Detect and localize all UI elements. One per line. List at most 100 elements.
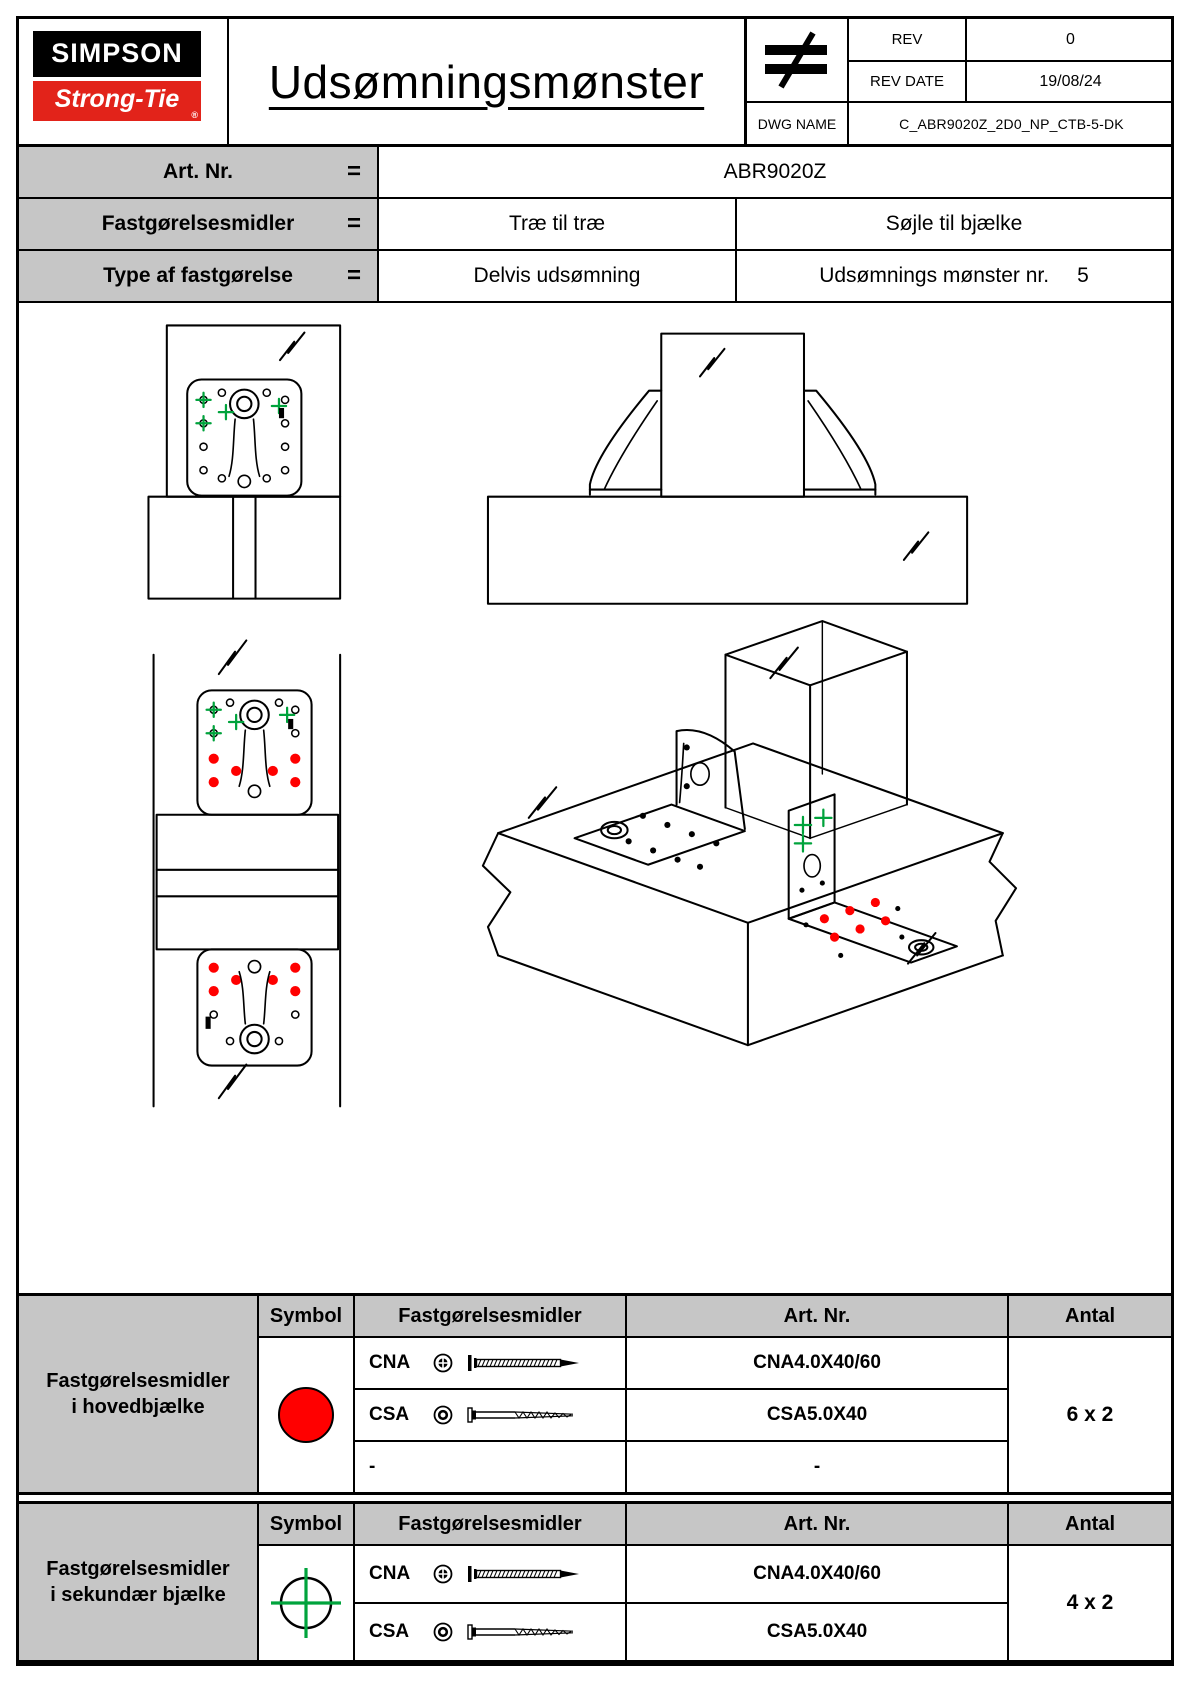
art-nr-csa: CSA5.0X40: [625, 1388, 1007, 1440]
isometric-view-connection-drawing: [481, 620, 1018, 1047]
table-row-label-main-beam: Fastgørelsesmidler i hovedbjælke: [19, 1296, 257, 1492]
fastener-code: CNA: [369, 1352, 411, 1373]
front-view-beam-brackets-drawing: [152, 639, 342, 1108]
equals-sign: =: [346, 210, 361, 237]
break-line-icon: [278, 331, 306, 362]
fasteners-label-cell: Fastgørelsesmidler =: [19, 199, 379, 249]
main-beam-fastener-dots-iso: [819, 897, 891, 942]
fastener-table-secondary-beam: Fastgørelsesmidler i sekundær bjælke Sym…: [19, 1501, 1171, 1663]
fasteners-label: Fastgørelsesmidler: [101, 212, 295, 235]
fastener-code: CSA: [369, 1621, 410, 1642]
technical-drawings: [147, 324, 1018, 1108]
side-view-post-to-beam-drawing: [486, 332, 969, 605]
secondary-beam-fastener-markers: [205, 701, 296, 742]
not-equal-icon: [765, 31, 827, 89]
bracket-holes: [199, 388, 290, 483]
column-header-art-nr: Art. Nr.: [625, 1504, 1007, 1544]
row-label-line2: i hovedbjælke: [71, 1396, 205, 1418]
dwg-name-label: DWG NAME: [747, 101, 847, 144]
column-header-qty: Antal: [1007, 1296, 1171, 1336]
fastening-type-label: Type af fastgørelse: [103, 264, 293, 287]
main-beam-fastener-dots-upper: [208, 753, 301, 788]
equals-sign: =: [346, 262, 361, 289]
art-nr-label: Art. Nr.: [162, 160, 233, 183]
fastener-code: CNA: [369, 1563, 411, 1584]
sheet-title: Udsømningsmønster: [229, 19, 744, 144]
fastener-row-csa: CSA: [353, 1388, 625, 1440]
column-header-symbol: Symbol: [257, 1296, 353, 1336]
column-header-fastener: Fastgørelsesmidler: [353, 1296, 625, 1336]
main-beam-fastener-dots-lower: [208, 962, 301, 997]
cna-head-icon: [433, 1353, 453, 1373]
info-row-fasteners: Fastgørelsesmidler = Træ til træ Søjle t…: [19, 199, 1171, 251]
fasteners-value-left: Træ til træ: [508, 212, 606, 235]
screw-icon: [467, 1407, 574, 1423]
art-nr-cna: CNA4.0X40/60: [625, 1544, 1007, 1602]
rev-date-value: 19/08/24: [965, 60, 1174, 101]
quantity-value-main-beam: 6 x 2: [1007, 1336, 1171, 1492]
pattern-number-value: 5: [1077, 264, 1089, 287]
cna-head-icon: [433, 1564, 453, 1584]
quantity-value-secondary-beam: 4 x 2: [1007, 1544, 1171, 1660]
fastener-row-cna: CNA: [353, 1544, 625, 1602]
info-row-art-nr: Art. Nr. = ABR9020Z: [19, 147, 1171, 199]
dwg-name-value: C_ABR9020Z_2D0_NP_CTB-5-DK: [847, 101, 1174, 144]
fastening-type-label-cell: Type af fastgørelse =: [19, 251, 379, 301]
green-crosshair-icon: [271, 1568, 341, 1638]
registered-mark: ®: [191, 110, 198, 120]
row-label-line2: i sekundær bjælke: [50, 1584, 226, 1606]
logo-strongtie-text: Strong-Tie®: [33, 81, 201, 121]
pattern-number-cell: Udsømnings mønster nr. 5: [735, 251, 1171, 301]
connection-type-value: Søjle til bjælke: [885, 212, 1023, 235]
simpson-strongtie-logo: SIMPSON Strong-Tie®: [19, 19, 229, 144]
drawing-area: [19, 303, 1171, 1293]
fastener-row-csa: CSA: [353, 1602, 625, 1660]
fasteners-value-right: Søjle til bjælke: [735, 199, 1171, 249]
break-edge: [988, 832, 1018, 957]
csa-head-icon: [433, 1622, 453, 1642]
fastening-type-value: Delvis udsømning: [473, 264, 641, 287]
table-row-label-secondary-beam: Fastgørelsesmidler i sekundær bjælke: [19, 1504, 257, 1660]
bracket-holes: [209, 698, 300, 738]
art-nr-value: ABR9020Z: [723, 160, 827, 183]
info-row-fastening-type: Type af fastgørelse = Delvis udsømning U…: [19, 251, 1171, 303]
title-block: SIMPSON Strong-Tie® Udsømningsmønster RE…: [19, 19, 1174, 147]
far-bracket-nail-dots: [625, 744, 720, 870]
break-line-icon: [698, 347, 726, 378]
art-nr-empty: -: [625, 1440, 1007, 1492]
pattern-stamp: [278, 408, 285, 419]
fastener-row-empty: -: [353, 1440, 625, 1492]
fastener-row-cna: CNA: [353, 1336, 625, 1388]
front-view-column-bracket-drawing: [147, 324, 342, 600]
sheet-title-text: Udsømningsmønster: [268, 55, 705, 108]
csa-head-icon: [433, 1405, 453, 1425]
break-line-icon: [527, 786, 558, 819]
revision-block: REV 0 REV DATE 19/08/24 DWG NAME C_ABR90…: [744, 19, 1174, 144]
nail-icon: [468, 1566, 579, 1582]
pattern-stamp: [205, 1016, 211, 1029]
row-label-line1: Fastgørelsesmidler: [46, 1370, 230, 1392]
near-bracket-nail-dots: [803, 906, 905, 959]
nail-icon: [468, 1355, 579, 1371]
break-line-icon: [769, 646, 799, 680]
row-label-line1: Fastgørelsesmidler: [46, 1558, 230, 1580]
pattern-number-label: Udsømnings mønster nr.: [819, 264, 1050, 287]
column-header-symbol: Symbol: [257, 1504, 353, 1544]
secondary-beam-fastener-markers-iso: [793, 808, 833, 853]
equals-sign: =: [346, 158, 361, 185]
red-dot-icon: [278, 1387, 334, 1443]
symbol-green-crosshair: [257, 1544, 353, 1660]
drawing-sheet: SIMPSON Strong-Tie® Udsømningsmønster RE…: [16, 16, 1174, 1666]
break-line-icon: [217, 1063, 248, 1100]
break-line-icon: [902, 531, 930, 561]
secondary-beam-fastener-markers: [195, 391, 288, 432]
rev-value: 0: [965, 19, 1174, 60]
fastener-code: -: [369, 1456, 376, 1477]
screw-icon: [467, 1624, 574, 1640]
fastener-table-main-beam: Fastgørelsesmidler i hovedbjælke Symbol …: [19, 1293, 1171, 1495]
logo-simpson-text: SIMPSON: [33, 31, 201, 77]
art-nr-csa: CSA5.0X40: [625, 1602, 1007, 1660]
column-header-qty: Antal: [1007, 1504, 1171, 1544]
pattern-stamp: [288, 718, 294, 730]
